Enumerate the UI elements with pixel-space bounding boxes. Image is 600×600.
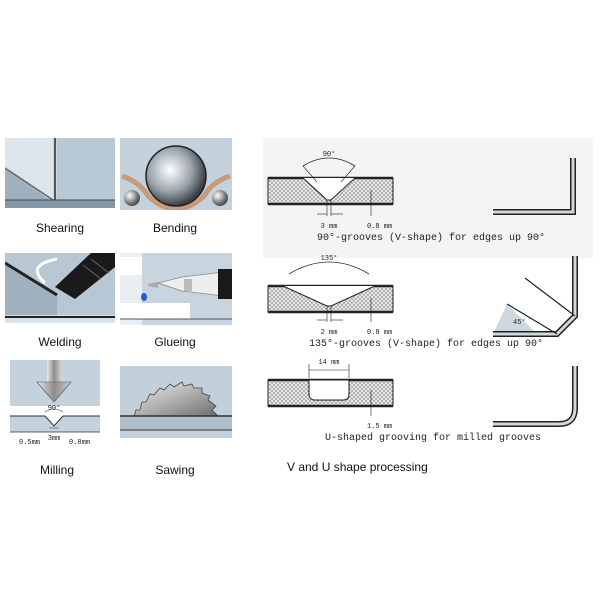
- process-label-bending: Bending: [152, 221, 198, 235]
- groove-90-width-label: 3 mm: [321, 223, 338, 231]
- milling-illustration: 90° 3mm 0.5mm 0.8mm: [5, 360, 115, 450]
- groove-135-diagram: 135° 2 mm 0.8 mm 135°-grooves (V-shape) …: [267, 254, 578, 350]
- groove-135-depth-label: 0.8 mm: [367, 329, 392, 337]
- milling-angle-label: 90°: [48, 404, 61, 413]
- groove-90-caption: 90°-grooves (V-shape) for edges up 90°: [317, 232, 545, 244]
- groove-90-depth-label: 0.8 mm: [367, 223, 392, 231]
- milling-center-width-label: 3mm: [48, 435, 61, 443]
- groove-u-width-label: 14 mm: [318, 359, 339, 367]
- groove-u-diagram: 14 mm 1.5 mm U-shaped grooving for mille…: [267, 359, 578, 444]
- groove-135-caption: 135°-grooves (V-shape) for edges up 90°: [309, 338, 543, 350]
- glueing-illustration: [120, 253, 232, 325]
- shearing-illustration: [5, 138, 115, 208]
- groove-135-angle-label: 135°: [321, 254, 338, 263]
- sawing-illustration: [120, 366, 232, 438]
- process-label-sawing: Sawing: [155, 463, 195, 477]
- groove-u-depth-label: 1.5 mm: [367, 423, 392, 431]
- process-label-shearing: Shearing: [35, 221, 85, 235]
- welding-illustration: [5, 253, 115, 323]
- groove-diagram-panel: 90° 3 mm 0.8 mm 90°-grooves (V-shape) fo…: [263, 138, 593, 450]
- milling-right-depth-label: 0.8mm: [69, 439, 90, 447]
- process-label-glueing: Glueing: [154, 335, 196, 349]
- groove-90-diagram: 90° 3 mm 0.8 mm 90°-grooves (V-shape) fo…: [267, 150, 576, 244]
- bending-illustration: [120, 138, 232, 210]
- milling-left-depth-label: 0.5mm: [19, 439, 40, 447]
- process-label-milling: Milling: [39, 463, 74, 477]
- groove-90-angle-label: 90°: [323, 150, 336, 159]
- groove-135-corner-angle-label: 45°: [513, 318, 526, 327]
- groove-135-width-label: 2 mm: [321, 329, 338, 337]
- groove-u-caption: U-shaped grooving for milled grooves: [325, 432, 541, 444]
- section-title: V and U shape processing: [287, 460, 428, 474]
- process-label-welding: Welding: [38, 335, 82, 349]
